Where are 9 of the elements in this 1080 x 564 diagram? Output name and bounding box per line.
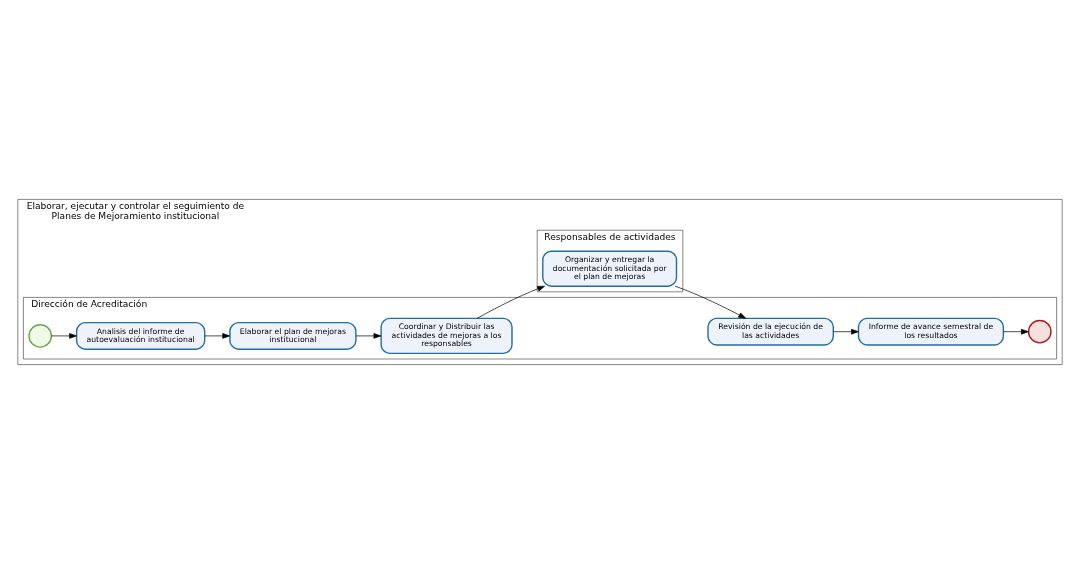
arrow xyxy=(51,333,77,339)
node-circle xyxy=(28,324,53,348)
arrow xyxy=(674,285,747,319)
arrow xyxy=(204,333,231,339)
arrow xyxy=(1003,328,1029,335)
arrow xyxy=(476,285,545,319)
node-circle xyxy=(1027,319,1052,344)
arrow xyxy=(355,333,382,339)
arrow xyxy=(833,328,859,335)
